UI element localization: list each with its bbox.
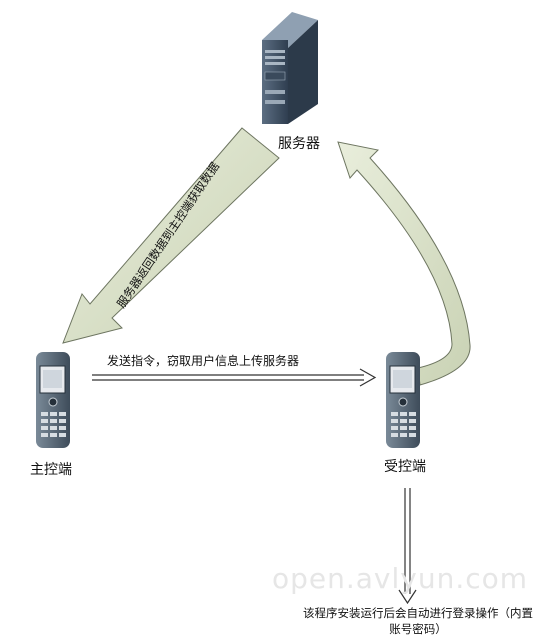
server-icon <box>262 12 318 124</box>
auto-login-caption: 该程序安装运行后会自动进行登录操作（内置账号密码） <box>303 606 533 636</box>
controlled-to-server-arrow <box>337 141 471 386</box>
controlled-phone-icon <box>386 352 420 448</box>
controlled-label: 受控端 <box>384 459 426 475</box>
controller-label: 主控端 <box>30 462 72 478</box>
server-to-controller-arrow <box>62 127 280 344</box>
server-label: 服务器 <box>278 136 320 152</box>
controller-to-controlled-arrow <box>92 368 377 387</box>
watermark: open.avlyun.com <box>272 562 529 595</box>
controller-phone-icon <box>36 352 70 448</box>
controlled-to-caption-arrow <box>398 488 417 605</box>
controller-to-controlled-label: 发送指令，窃取用户信息上传服务器 <box>107 354 300 368</box>
